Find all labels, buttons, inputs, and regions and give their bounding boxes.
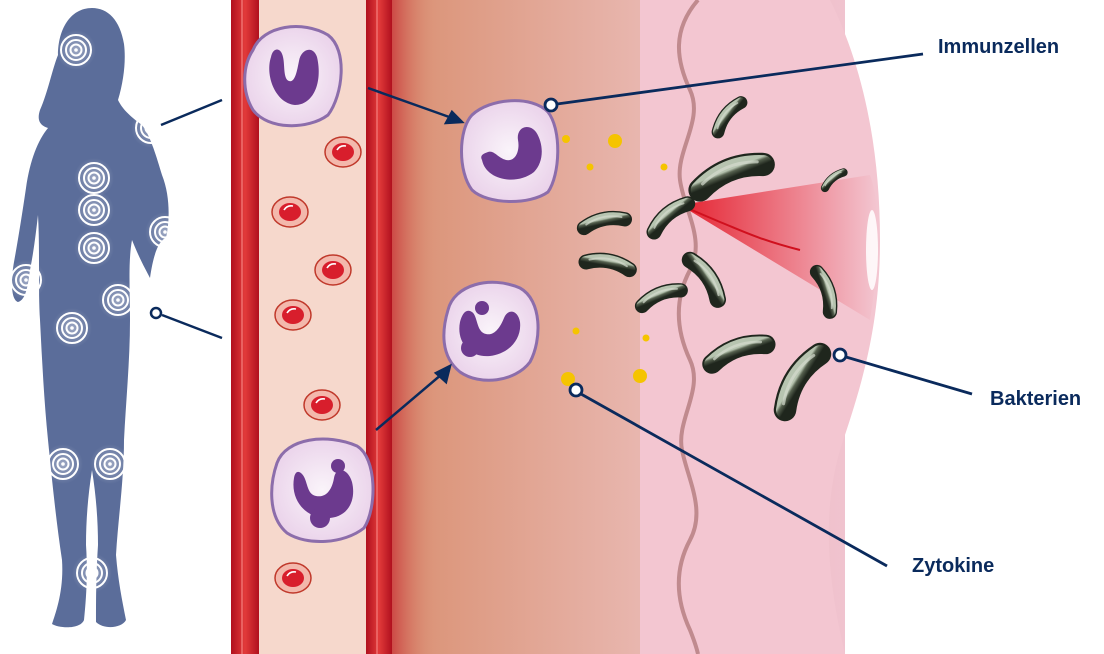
pain-point-icon (52, 308, 92, 348)
human-silhouette-icon (12, 8, 169, 627)
cytokine-dot-icon (633, 369, 647, 383)
pain-point-icon (90, 444, 130, 484)
cytokine-dot-icon (608, 134, 622, 148)
leader-line-bacteria (846, 357, 972, 394)
label-cytokines: Zytokine (912, 555, 994, 578)
pain-point-icon (72, 553, 112, 593)
red-blood-cell-icon (272, 197, 308, 227)
immune-cell-icon (272, 439, 373, 541)
cytokine-dot-icon (562, 135, 570, 143)
red-blood-cell-icon (325, 137, 361, 167)
pain-point-icon (145, 212, 185, 252)
pain-point-icon (131, 108, 171, 148)
cytokine-dot-icon (643, 335, 650, 342)
pain-point-icon (56, 30, 96, 70)
immune-cell-icon (462, 101, 558, 202)
cytokine-dot-icon (587, 164, 594, 171)
cytokine-dot-icon (661, 164, 668, 171)
pain-point-icon (6, 260, 46, 300)
pain-point-icon (74, 190, 114, 230)
pain-point-icon (43, 444, 83, 484)
label-bacteria: Bakterien (990, 388, 1081, 411)
immune-cell-icon (444, 282, 538, 380)
vessel-wall-right (366, 0, 392, 654)
red-blood-cell-icon (315, 255, 351, 285)
immune-cell-icon (245, 27, 341, 126)
cytokine-dot-icon (573, 328, 580, 335)
red-blood-cell-icon (275, 300, 311, 330)
red-blood-cell-icon (304, 390, 340, 420)
red-blood-cell-icon (275, 563, 311, 593)
pain-point-icon (74, 228, 114, 268)
label-immune-cells: Immunzellen (938, 36, 1059, 59)
pain-point-icon (98, 280, 138, 320)
